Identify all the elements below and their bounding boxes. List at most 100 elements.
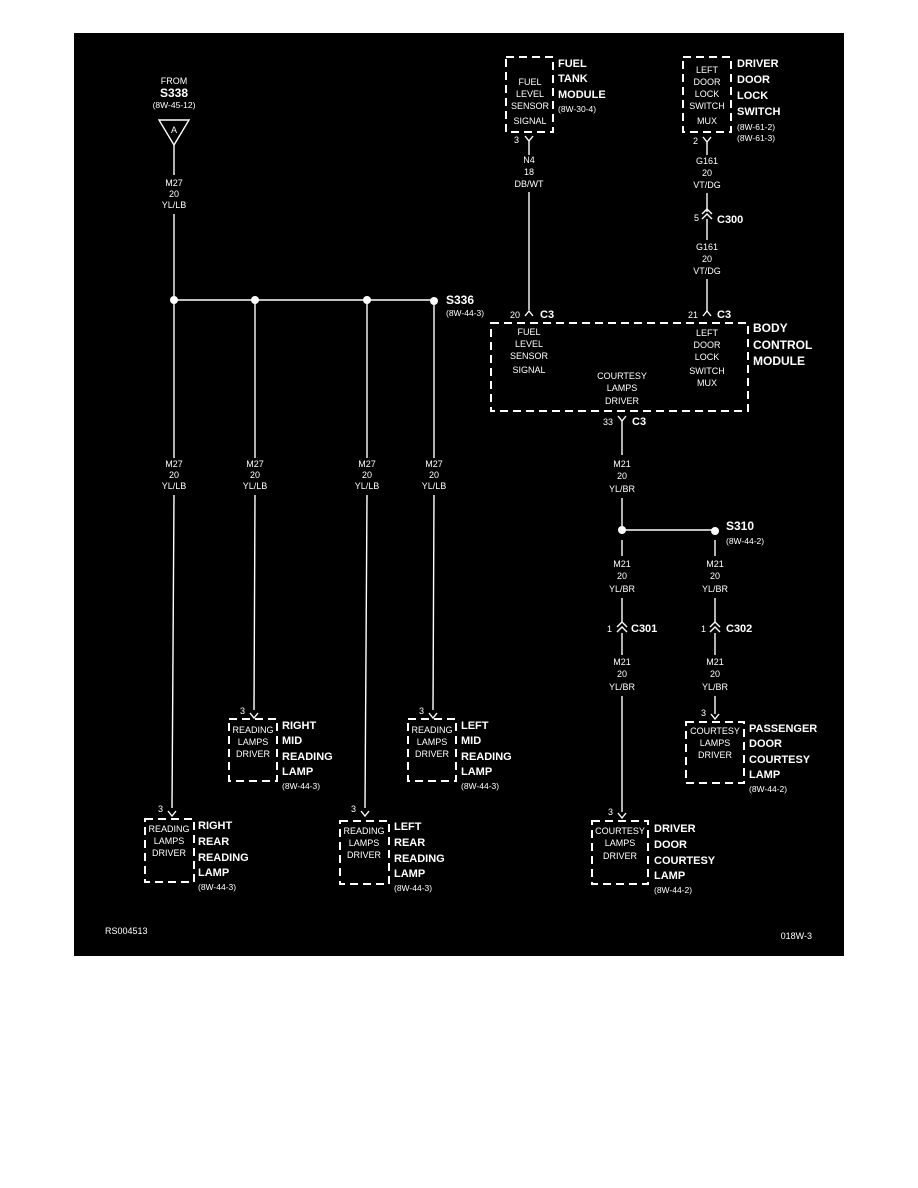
connector-icon xyxy=(701,213,713,220)
component-title: READING xyxy=(282,751,333,763)
box-line: DOOR xyxy=(694,340,722,350)
box-line: READING xyxy=(411,725,452,735)
pin-terminal-icon xyxy=(360,810,370,818)
box-line: FUEL xyxy=(517,327,540,337)
box-line: READING xyxy=(343,826,384,836)
pin-terminal-icon xyxy=(524,309,534,317)
wire-color: VT/DG xyxy=(693,266,721,276)
left-mid-reading-lamp: 3 READING LAMPS DRIVER LEFT MID READING … xyxy=(407,706,512,791)
wire-gauge: 20 xyxy=(617,571,627,581)
wire-gauge: 20 xyxy=(362,470,372,480)
component-box xyxy=(339,820,390,885)
box-line: SENSOR xyxy=(511,101,550,111)
box-line: DRIVER xyxy=(236,749,271,759)
component-title: MID xyxy=(282,735,302,747)
component-title: LOCK xyxy=(737,90,768,102)
pin-number: 3 xyxy=(240,706,245,716)
splice-s310-label: S310 xyxy=(726,519,754,533)
wire-circuit: G161 xyxy=(696,242,718,252)
wire-gauge: 20 xyxy=(617,471,627,481)
splice-dot xyxy=(430,297,438,305)
pin-number: 5 xyxy=(694,213,699,223)
box-line: LEFT xyxy=(696,65,719,75)
connector-icon xyxy=(709,621,721,628)
box-line: LAMPS xyxy=(238,737,269,747)
component-title: LEFT xyxy=(461,720,489,732)
component-title: FUEL xyxy=(558,58,587,70)
wire-circuit: M21 xyxy=(613,559,631,569)
wire-color: YL/BR xyxy=(702,682,729,692)
wire-gauge: 18 xyxy=(524,167,534,177)
connector-icon xyxy=(616,626,628,633)
wire-label-m21-left-upper: M21 20 YL/BR xyxy=(609,559,636,594)
component-title: COURTESY xyxy=(749,754,811,766)
wire-gauge: 20 xyxy=(169,189,179,199)
box-line: DOOR xyxy=(694,77,722,87)
wire-label-g161-upper: G161 20 VT/DG xyxy=(693,156,721,190)
box-line: READING xyxy=(148,824,189,834)
connector-icon xyxy=(616,621,628,628)
box-line: FUEL xyxy=(518,77,541,87)
wire-color: YL/LB xyxy=(162,481,187,491)
wire-gauge: 20 xyxy=(617,669,627,679)
wire-gauge: 20 xyxy=(429,470,439,480)
component-ref: (8W-44-2) xyxy=(654,885,692,895)
component-box xyxy=(591,820,649,885)
connector-c301: 1 C301 xyxy=(607,621,657,635)
footer-left-code: RS004513 xyxy=(105,926,148,936)
driver-door-lock-switch: LEFT DOOR LOCK SWITCH MUX DRIVER DOOR LO… xyxy=(682,56,780,146)
wire-circuit: M21 xyxy=(706,657,724,667)
connector-label: C302 xyxy=(726,623,752,635)
component-title: READING xyxy=(394,853,445,865)
box-line: LAMPS xyxy=(700,738,731,748)
box-line: SWITCH xyxy=(689,101,725,111)
driver-door-courtesy-lamp: 3 COURTESY LAMPS DRIVER DRIVER DOOR COUR… xyxy=(591,807,716,895)
wire-segment xyxy=(364,494,368,809)
wire-color: YL/BR xyxy=(609,484,636,494)
component-title: BODY xyxy=(753,321,788,335)
box-line: DRIVER xyxy=(347,850,382,860)
wire-segment xyxy=(171,494,175,809)
component-title: SWITCH xyxy=(737,106,780,118)
connector-icon xyxy=(709,626,721,633)
wire-circuit: M27 xyxy=(425,459,443,469)
component-box xyxy=(505,56,554,133)
box-line: LEVEL xyxy=(515,339,543,349)
component-ref: (8W-61-3) xyxy=(737,133,775,143)
component-box xyxy=(682,56,732,133)
wire-label-top-left: M27 20 YL/LB xyxy=(162,178,187,210)
source-s338: FROM S338 (8W-45-12) A xyxy=(153,76,196,147)
pin-number: 3 xyxy=(351,804,356,814)
component-title: REAR xyxy=(198,836,229,848)
pin-terminal-icon xyxy=(702,136,712,144)
wire-color: DB/WT xyxy=(515,179,544,189)
component-title: MODULE xyxy=(558,89,606,101)
wire-gauge: 20 xyxy=(702,254,712,264)
branch-wire-label-3: M27 20 YL/LB xyxy=(355,459,380,491)
component-title: DOOR xyxy=(749,738,782,750)
box-line: LEFT xyxy=(696,328,719,338)
component-title: MODULE xyxy=(753,354,805,368)
wire-gauge: 20 xyxy=(710,669,720,679)
component-title: READING xyxy=(198,852,249,864)
wiring-diagram-panel xyxy=(74,33,844,956)
wire-segment xyxy=(432,494,435,711)
component-title: REAR xyxy=(394,837,425,849)
box-line: SENSOR xyxy=(510,351,549,361)
component-title: DOOR xyxy=(737,74,770,86)
pin-number: 3 xyxy=(419,706,424,716)
box-line: COURTESY xyxy=(595,826,645,836)
pin-number: 1 xyxy=(701,624,706,634)
wire-circuit: M21 xyxy=(613,459,631,469)
component-title: LAMP xyxy=(461,766,492,778)
box-line: LOCK xyxy=(695,89,720,99)
pin-terminal-icon xyxy=(617,812,627,820)
component-title: COURTESY xyxy=(654,855,716,867)
box-line: MUX xyxy=(697,116,717,126)
component-box xyxy=(685,721,745,784)
pin-terminal-icon xyxy=(428,712,438,720)
wire-label-n4: N4 18 DB/WT xyxy=(515,155,544,189)
wire-color: YL/BR xyxy=(609,682,636,692)
component-title: RIGHT xyxy=(198,820,233,832)
component-title: RIGHT xyxy=(282,720,317,732)
